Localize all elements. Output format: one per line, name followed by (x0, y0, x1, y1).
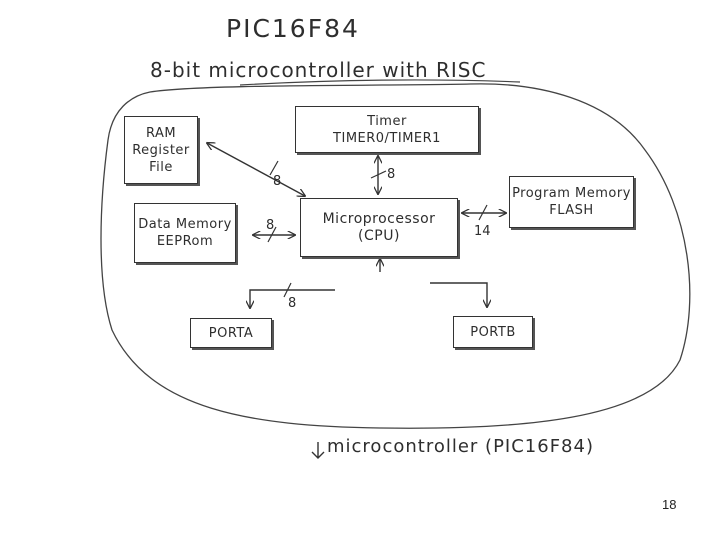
data-memory-label: Data Memory EEPRom (138, 217, 232, 249)
porta-label: PORTA (208, 325, 254, 341)
bus-width-ram-cpu: 8 (273, 174, 282, 189)
portb-label: PORTB (470, 324, 516, 340)
program-memory-block: Program Memory FLASH (509, 176, 634, 228)
bus-timer-cpu-slash (370, 170, 387, 179)
porta-block: PORTA (190, 318, 272, 348)
diagram-title: PIC16F84 (226, 14, 360, 43)
bus-cpu-flash-slash (478, 204, 488, 221)
footer-arrow (311, 442, 325, 459)
bus-width-cpu-flash: 14 (474, 224, 491, 239)
bus-width-eeprom-cpu: 8 (266, 218, 275, 233)
timer-block: Timer TIMER0/TIMER1 (295, 106, 479, 153)
bus-ram-cpu-slash (269, 160, 279, 176)
bus-width-timer-cpu: 8 (387, 167, 396, 182)
cpu-block: Microprocessor (CPU) (300, 198, 458, 257)
program-memory-label: Program Memory FLASH (512, 186, 631, 218)
data-memory-block: Data Memory EEPRom (134, 203, 236, 263)
microcontroller-boundary (100, 83, 691, 429)
port-bus-porta (250, 289, 335, 308)
bus-width-porta: 8 (288, 296, 297, 311)
diagram-subtitle: 8-bit microcontroller with RISC (150, 58, 487, 82)
port-bus-porta-slash (283, 282, 292, 298)
footer-caption: microcontroller (PIC16F84) (327, 436, 594, 457)
port-bus-portb (430, 282, 487, 307)
portb-block: PORTB (453, 316, 533, 348)
timer-label: Timer TIMER0/TIMER1 (333, 113, 441, 146)
bus-ram-cpu (207, 143, 305, 196)
bus-eeprom-cpu-slash (267, 226, 277, 243)
cpu-label: Microprocessor (CPU) (322, 210, 436, 244)
subtitle-underline (239, 79, 521, 86)
page-number: 18 (662, 497, 677, 512)
ram-register-file-label: RAM Register File (132, 125, 190, 175)
ram-register-file-block: RAM Register File (124, 116, 198, 184)
